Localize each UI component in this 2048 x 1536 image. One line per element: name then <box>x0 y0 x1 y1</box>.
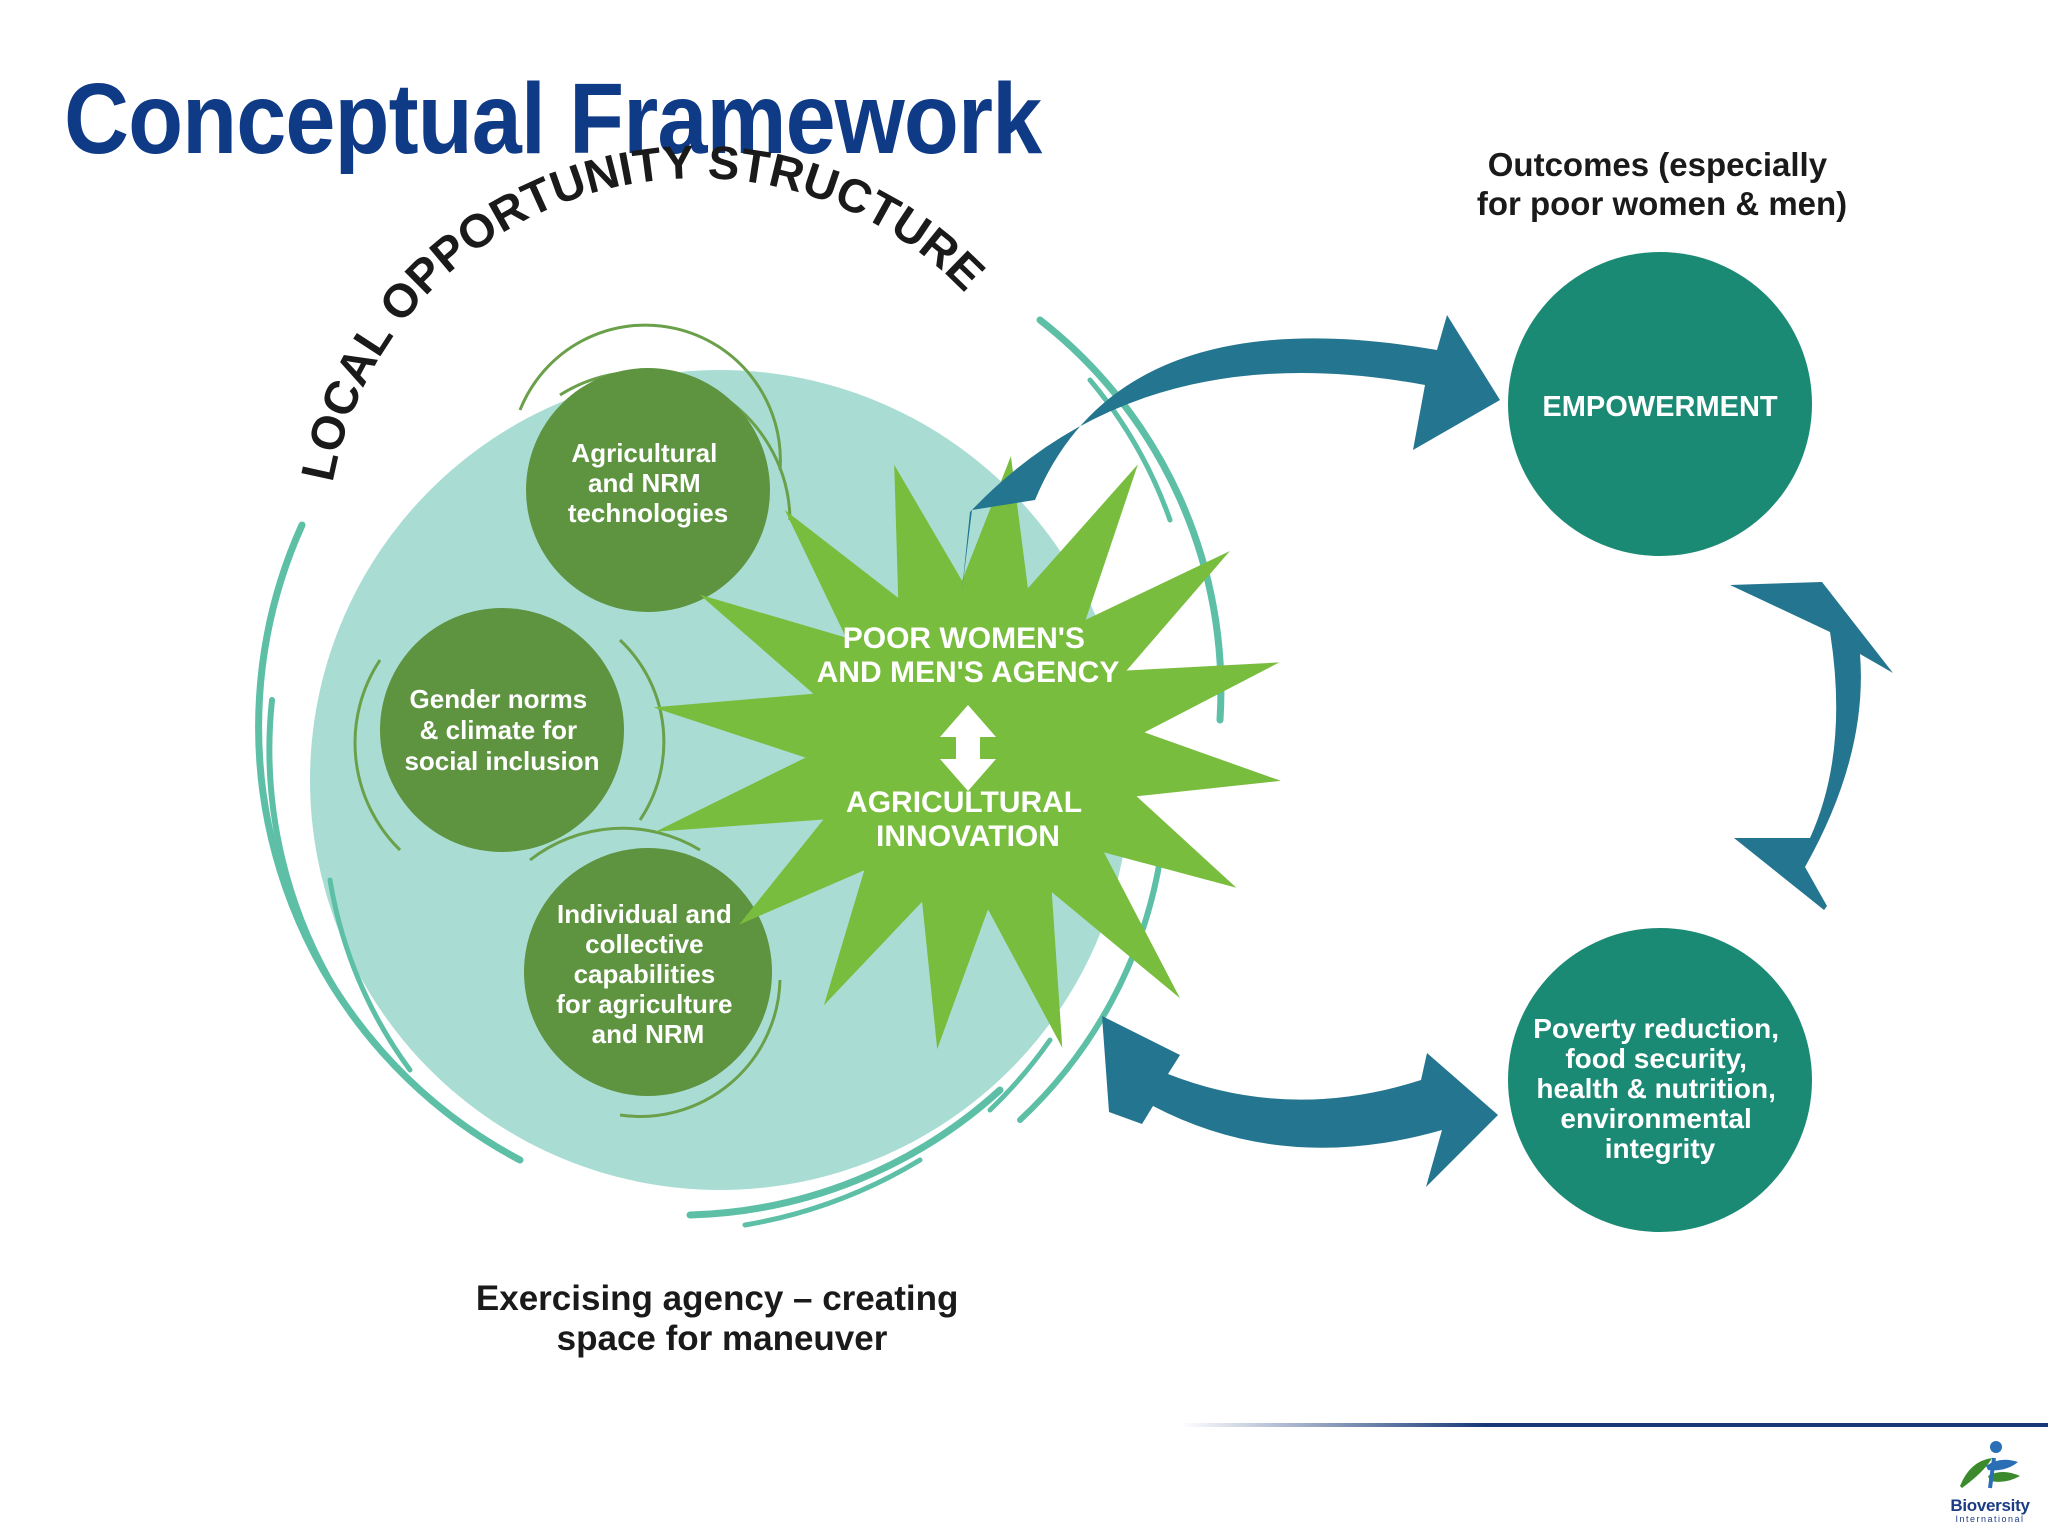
slide-title: Conceptual Framework <box>64 63 1042 175</box>
diagram-caption: Exercising agency – creating space for m… <box>476 1279 968 1358</box>
factor-label-line: and NRM <box>592 1019 705 1049</box>
outcome-poverty-line: environmental <box>1560 1103 1751 1134</box>
outcome-empowerment-label: EMPOWERMENT <box>1542 391 1778 423</box>
factor-label: Agricultural and NRM technologies <box>568 438 728 528</box>
factor-circle <box>524 848 772 1096</box>
logo-subtitle: International <box>1955 1514 2025 1524</box>
factor-label: Gender norms & climate for social inclus… <box>404 684 599 776</box>
innovation-label-line: AGRICULTURAL <box>846 786 1082 819</box>
ring-arc <box>1017 857 1163 1123</box>
arrow-empowerment-poverty <box>1730 582 1893 910</box>
factor-capabilities: Individual and collective capabilities f… <box>524 826 782 1118</box>
caption-line: Exercising agency – creating <box>476 1279 958 1318</box>
ring-arc <box>327 877 413 1073</box>
factor-label-line: and NRM <box>588 468 701 498</box>
factor-label-line: Individual and <box>557 899 732 929</box>
footer-divider <box>1180 1423 2048 1427</box>
factor-label-line: collective <box>585 929 704 959</box>
caption-line: space for maneuver <box>557 1319 888 1358</box>
outcome-poverty-line: food security, <box>1565 1043 1747 1074</box>
factor-label-line: & climate for <box>420 715 578 745</box>
factor-label-line: technologies <box>568 498 728 528</box>
factor-label-line: for agriculture <box>556 989 732 1019</box>
ring-arc <box>266 697 348 1008</box>
outer-ring-arcs <box>255 316 1225 1228</box>
outcome-poverty-line: Poverty reduction, <box>1533 1013 1779 1044</box>
outcomes-heading-line: Outcomes (especially <box>1488 146 1828 183</box>
factor-ring-arc <box>529 826 701 862</box>
ring-arc <box>1036 316 1225 724</box>
factor-circle <box>380 608 624 852</box>
logo-name: Bioversity <box>1950 1496 2030 1515</box>
factor-ring-arc <box>619 979 782 1118</box>
innovation-label-line: INNOVATION <box>876 820 1060 853</box>
arrows <box>962 315 1893 1187</box>
logo-mark-icon <box>1960 1441 2020 1489</box>
outcomes-heading: Outcomes (especially for poor women & me… <box>1477 146 1847 222</box>
outcome-poverty-line: integrity <box>1605 1133 1716 1164</box>
ring-arc <box>255 521 524 1164</box>
outcome-poverty-circle <box>1508 928 1812 1232</box>
ring-arc <box>686 1086 1004 1219</box>
factor-label-line: Agricultural <box>571 438 717 468</box>
agency-label: POOR WOMEN'S AND MEN'S AGENCY <box>817 622 1120 689</box>
factor-circle <box>526 368 770 612</box>
agency-label-line: POOR WOMEN'S <box>843 622 1085 655</box>
outcomes-heading-line: for poor women & men) <box>1477 185 1847 222</box>
bioversity-logo: Bioversity International <box>1940 1436 2040 1526</box>
factor-label-line: capabilities <box>574 959 716 989</box>
factor-label-line: Gender norms <box>410 684 588 714</box>
outcome-poverty-line: health & nutrition, <box>1536 1073 1776 1104</box>
factor-ring-arc <box>353 659 402 852</box>
factor-ring-arc <box>618 638 666 821</box>
arrow-agency-empowerment <box>962 315 1500 590</box>
factor-label: Individual and collective capabilities f… <box>556 899 739 1049</box>
agency-label-line: AND MEN'S AGENCY <box>817 656 1120 689</box>
innovation-label: AGRICULTURAL INNOVATION <box>846 786 1090 853</box>
double-arrow-icon <box>940 705 996 791</box>
factor-gender-norms: Gender norms & climate for social inclus… <box>353 608 666 852</box>
factor-technologies: Agricultural and NRM technologies <box>518 323 792 612</box>
ring-arc <box>1087 377 1173 523</box>
outcome-poverty-label: Poverty reduction, food security, health… <box>1533 1013 1787 1164</box>
factor-label-line: social inclusion <box>404 746 599 776</box>
ring-arc <box>987 1037 1053 1113</box>
factor-ring-arc <box>518 323 782 471</box>
outcome-empowerment-circle <box>1508 252 1812 556</box>
arrow-agency-poverty <box>1102 1016 1498 1187</box>
ring-arc <box>742 1157 923 1228</box>
